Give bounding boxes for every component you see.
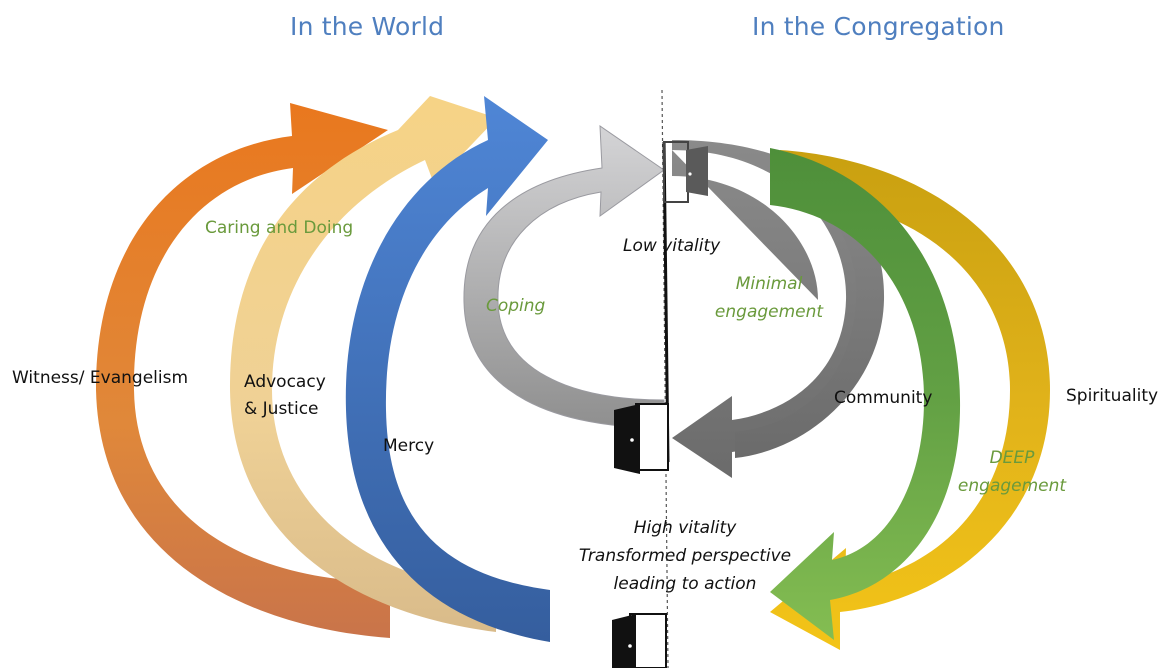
witness-evangelism-label: Witness/ Evangelism bbox=[12, 368, 189, 388]
high-vitality-label-line2: Transformed perspective bbox=[578, 546, 792, 566]
deep-engagement-label-line1: DEEP bbox=[989, 448, 1035, 468]
witness-evangelism-arrow bbox=[95, 103, 390, 638]
spirituality-arrow bbox=[770, 150, 1050, 650]
low-vitality-label: Low vitality bbox=[623, 236, 721, 256]
minimal-engagement-arrow-body bbox=[672, 140, 885, 458]
door-icon bbox=[663, 141, 708, 203]
mercy-label: Mercy bbox=[383, 436, 435, 456]
spirituality-label: Spirituality bbox=[1066, 386, 1159, 406]
minimal-engagement-label-line2: engagement bbox=[714, 302, 824, 322]
advocacy-label-line1: Advocacy bbox=[244, 372, 326, 392]
coping-arrow bbox=[463, 125, 665, 429]
coping-label: Coping bbox=[486, 296, 546, 316]
heading-in-the-world: In the World bbox=[290, 12, 445, 41]
caring-doing-label: Caring and Doing bbox=[205, 218, 354, 238]
door-icon bbox=[614, 403, 669, 474]
deep-engagement-label-line2: engagement bbox=[957, 476, 1067, 496]
minimal-engagement-label-line1: Minimal bbox=[735, 274, 803, 294]
heading-in-the-congregation: In the Congregation bbox=[752, 12, 1005, 41]
advocacy-justice-arrow bbox=[229, 96, 497, 632]
high-vitality-label-line1: High vitality bbox=[633, 518, 737, 538]
advocacy-label-line2: & Justice bbox=[244, 399, 319, 419]
mercy-arrow bbox=[345, 96, 550, 642]
high-vitality-label-line3: leading to action bbox=[613, 574, 757, 594]
community-label: Community bbox=[834, 388, 933, 408]
community-arrow bbox=[770, 148, 961, 640]
door-icon bbox=[612, 613, 667, 668]
